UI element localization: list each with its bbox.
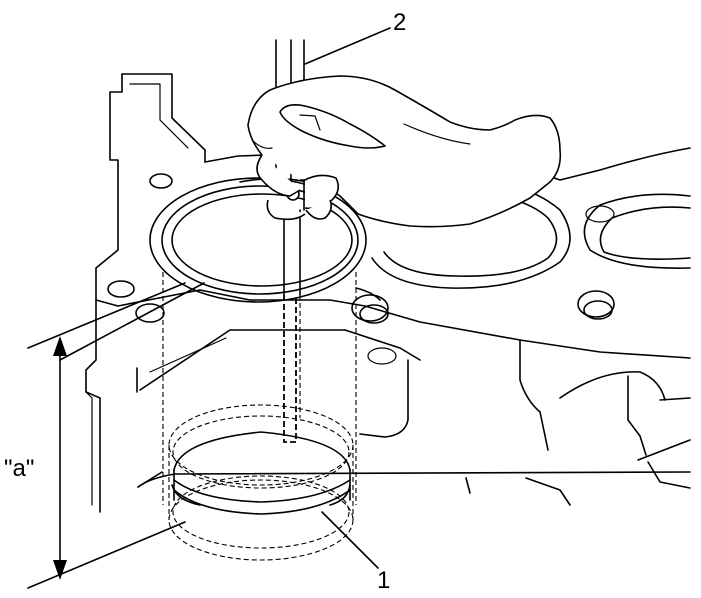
- dimension-arrow-bottom: [53, 560, 67, 580]
- bolt-holes: [107, 173, 615, 365]
- callout-1: 1: [377, 567, 390, 594]
- dimension-label-a: "a": [4, 455, 34, 482]
- hand: [247, 75, 562, 228]
- dimension-a: "a": [4, 282, 186, 589]
- piston-ring: [168, 404, 354, 561]
- callout-2: 2: [393, 9, 406, 36]
- callouts: 2 1: [59, 9, 406, 594]
- hidden-bore-walls: [162, 272, 357, 505]
- cylinder-bores: [149, 177, 691, 303]
- dimension-arrow-top: [53, 336, 67, 356]
